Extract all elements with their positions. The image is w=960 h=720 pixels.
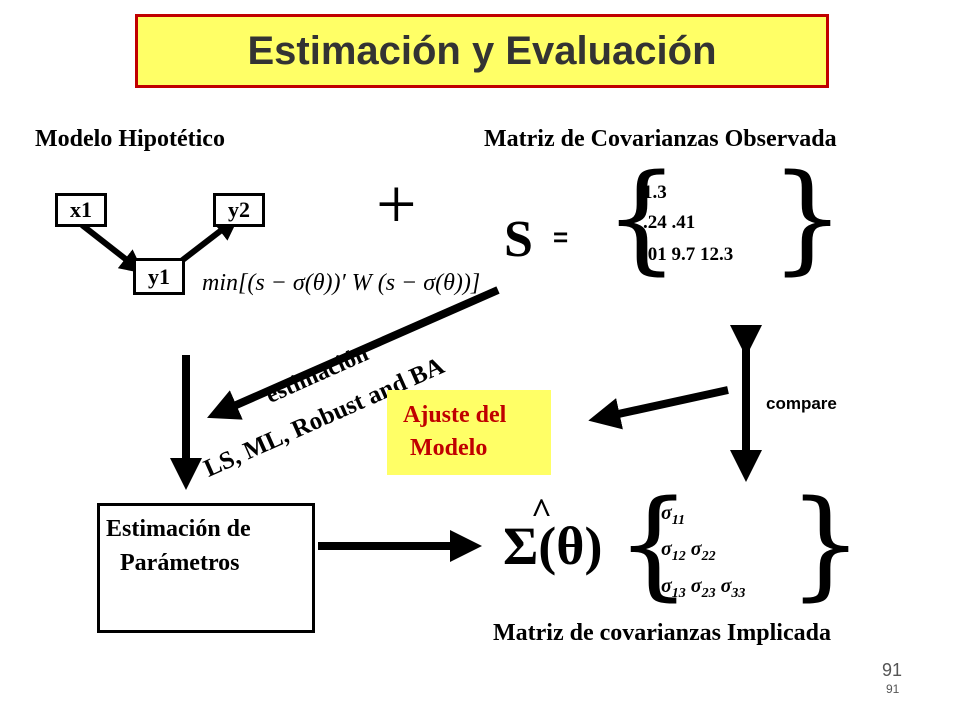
x1-to-y1-arrow — [80, 222, 145, 274]
model-fit-line2: Modelo — [410, 435, 488, 461]
sigma-33: σ — [720, 575, 732, 597]
observed-row-1: 1.3 — [643, 182, 667, 203]
parameter-estimation-box: Estimación de Parámetros — [97, 503, 315, 633]
node-y2-label: y2 — [228, 197, 250, 222]
equals-sign: = — [553, 222, 569, 252]
node-y2: y2 — [213, 193, 265, 227]
node-x1: x1 — [55, 193, 107, 227]
right-brace-implied: } — [788, 474, 864, 612]
sigma-22-sub: 22 — [701, 549, 716, 564]
sigma-22: σ — [690, 538, 702, 560]
title-banner: Estimación y Evaluación — [135, 14, 829, 88]
observed-row-2: .24 .41 — [643, 212, 696, 233]
page-number: 91 — [882, 660, 903, 680]
implied-matrix-heading: Matriz de covarianzas Implicada — [493, 620, 831, 646]
implied-row-2: σ12 σ22 — [661, 538, 716, 565]
left-brace-observed: { — [604, 148, 680, 286]
implied-row-1: σ11 — [661, 502, 685, 529]
objective-formula: min[(s − σ(θ))′ W (s − σ(θ))] — [202, 270, 481, 296]
estimation-line1: Estimación de — [106, 516, 251, 542]
sigma-12-sub: 12 — [671, 549, 686, 564]
sigma-11-sub: 11 — [671, 513, 686, 528]
sigma-12: σ — [661, 538, 672, 560]
observed-matrix-heading: Matriz de Covarianzas Observada — [484, 126, 837, 152]
slide-title: Estimación y Evaluación — [247, 28, 717, 73]
left-brace-implied: { — [616, 474, 692, 612]
estimation-arrow — [207, 286, 500, 420]
sigma-11: σ — [661, 502, 672, 524]
plus-sign: + — [376, 164, 417, 244]
hat-symbol: ^ — [531, 491, 552, 531]
right-brace-observed: } — [770, 148, 846, 286]
node-y1: y1 — [133, 258, 185, 295]
sigma-23-sub: 23 — [701, 586, 716, 601]
node-y1-label: y1 — [148, 263, 170, 289]
sigma-theta-symbol: Σ(θ) — [503, 516, 603, 576]
y1-to-y2-arrow — [178, 216, 240, 265]
implied-row-3: σ13 σ23 σ33 — [661, 575, 745, 602]
sigma-13-sub: 13 — [671, 586, 686, 601]
model-heading: Modelo Hipotético — [35, 126, 225, 152]
to-ajuste-arrow — [588, 386, 729, 430]
sigma-33-sub: 33 — [731, 586, 746, 601]
model-fit-box: Ajuste del Modelo — [387, 390, 551, 475]
s-symbol: S — [504, 211, 533, 268]
estimation-line2: Parámetros — [120, 550, 240, 576]
observed-row-3: .01 9.7 12.3 — [643, 244, 734, 265]
sigma-13: σ — [661, 575, 672, 597]
page-number-small: 91 — [886, 682, 900, 696]
model-fit-line1: Ajuste del — [403, 402, 507, 428]
compare-label: compare — [766, 394, 837, 413]
node-x1-label: x1 — [70, 197, 92, 222]
sigma-23: σ — [690, 575, 702, 597]
